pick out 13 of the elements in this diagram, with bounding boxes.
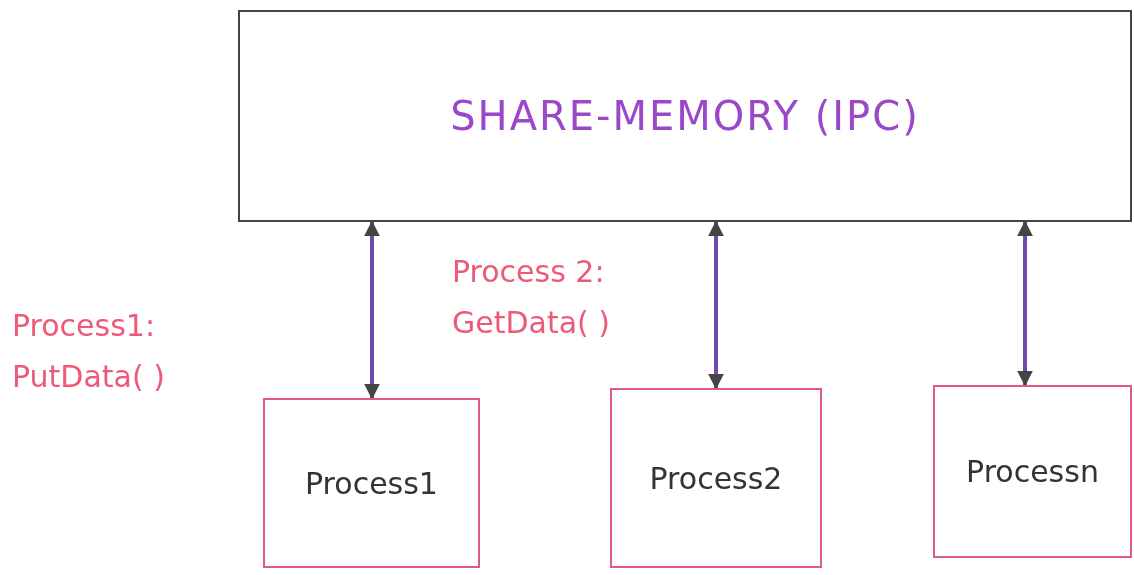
annotation-text: Process 2: GetData( ) [452, 253, 612, 342]
annotation-text: Process1: PutData( ) [12, 307, 166, 396]
process-label: Process1 [305, 465, 438, 501]
process-box [933, 385, 1132, 558]
process-label: Processn [966, 454, 1099, 489]
memory-label: SHARE-MEMORY (IPC) [450, 93, 920, 139]
process-box [263, 398, 480, 568]
double-arrow [1017, 220, 1033, 387]
double-arrow [708, 220, 724, 390]
memory-box [238, 10, 1132, 222]
process-box [610, 388, 822, 568]
double-arrow [364, 220, 380, 400]
process-label: Process2 [649, 460, 783, 496]
